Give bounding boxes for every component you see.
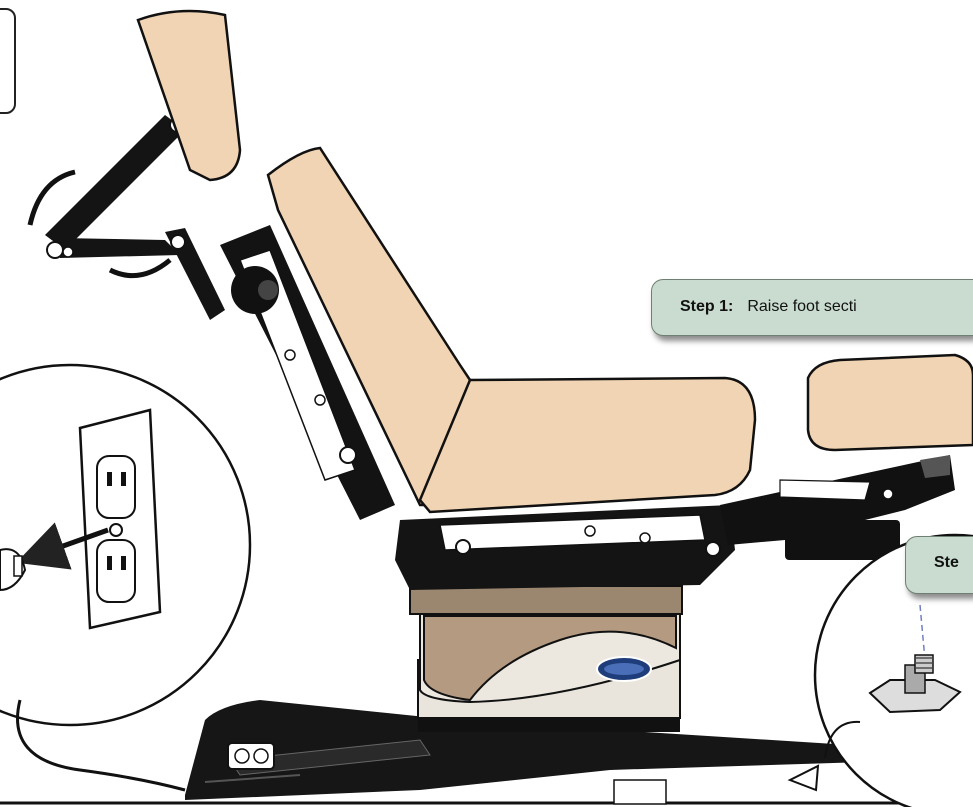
- seat-cushion: [420, 378, 755, 512]
- step-2-callout: Ste: [905, 536, 973, 594]
- step-1-label: Step 1:: [680, 298, 733, 315]
- partial-panel-left: [0, 8, 16, 114]
- step-1-text: Raise foot secti: [747, 298, 856, 315]
- brand-badge: [597, 657, 651, 681]
- step-1-callout: Step 1: Raise foot secti: [651, 279, 973, 336]
- step-2-label: Ste: [934, 554, 959, 571]
- floor-outlet-icon: [228, 743, 274, 769]
- support-block: [614, 780, 666, 804]
- foot-section-cushion: [808, 355, 973, 450]
